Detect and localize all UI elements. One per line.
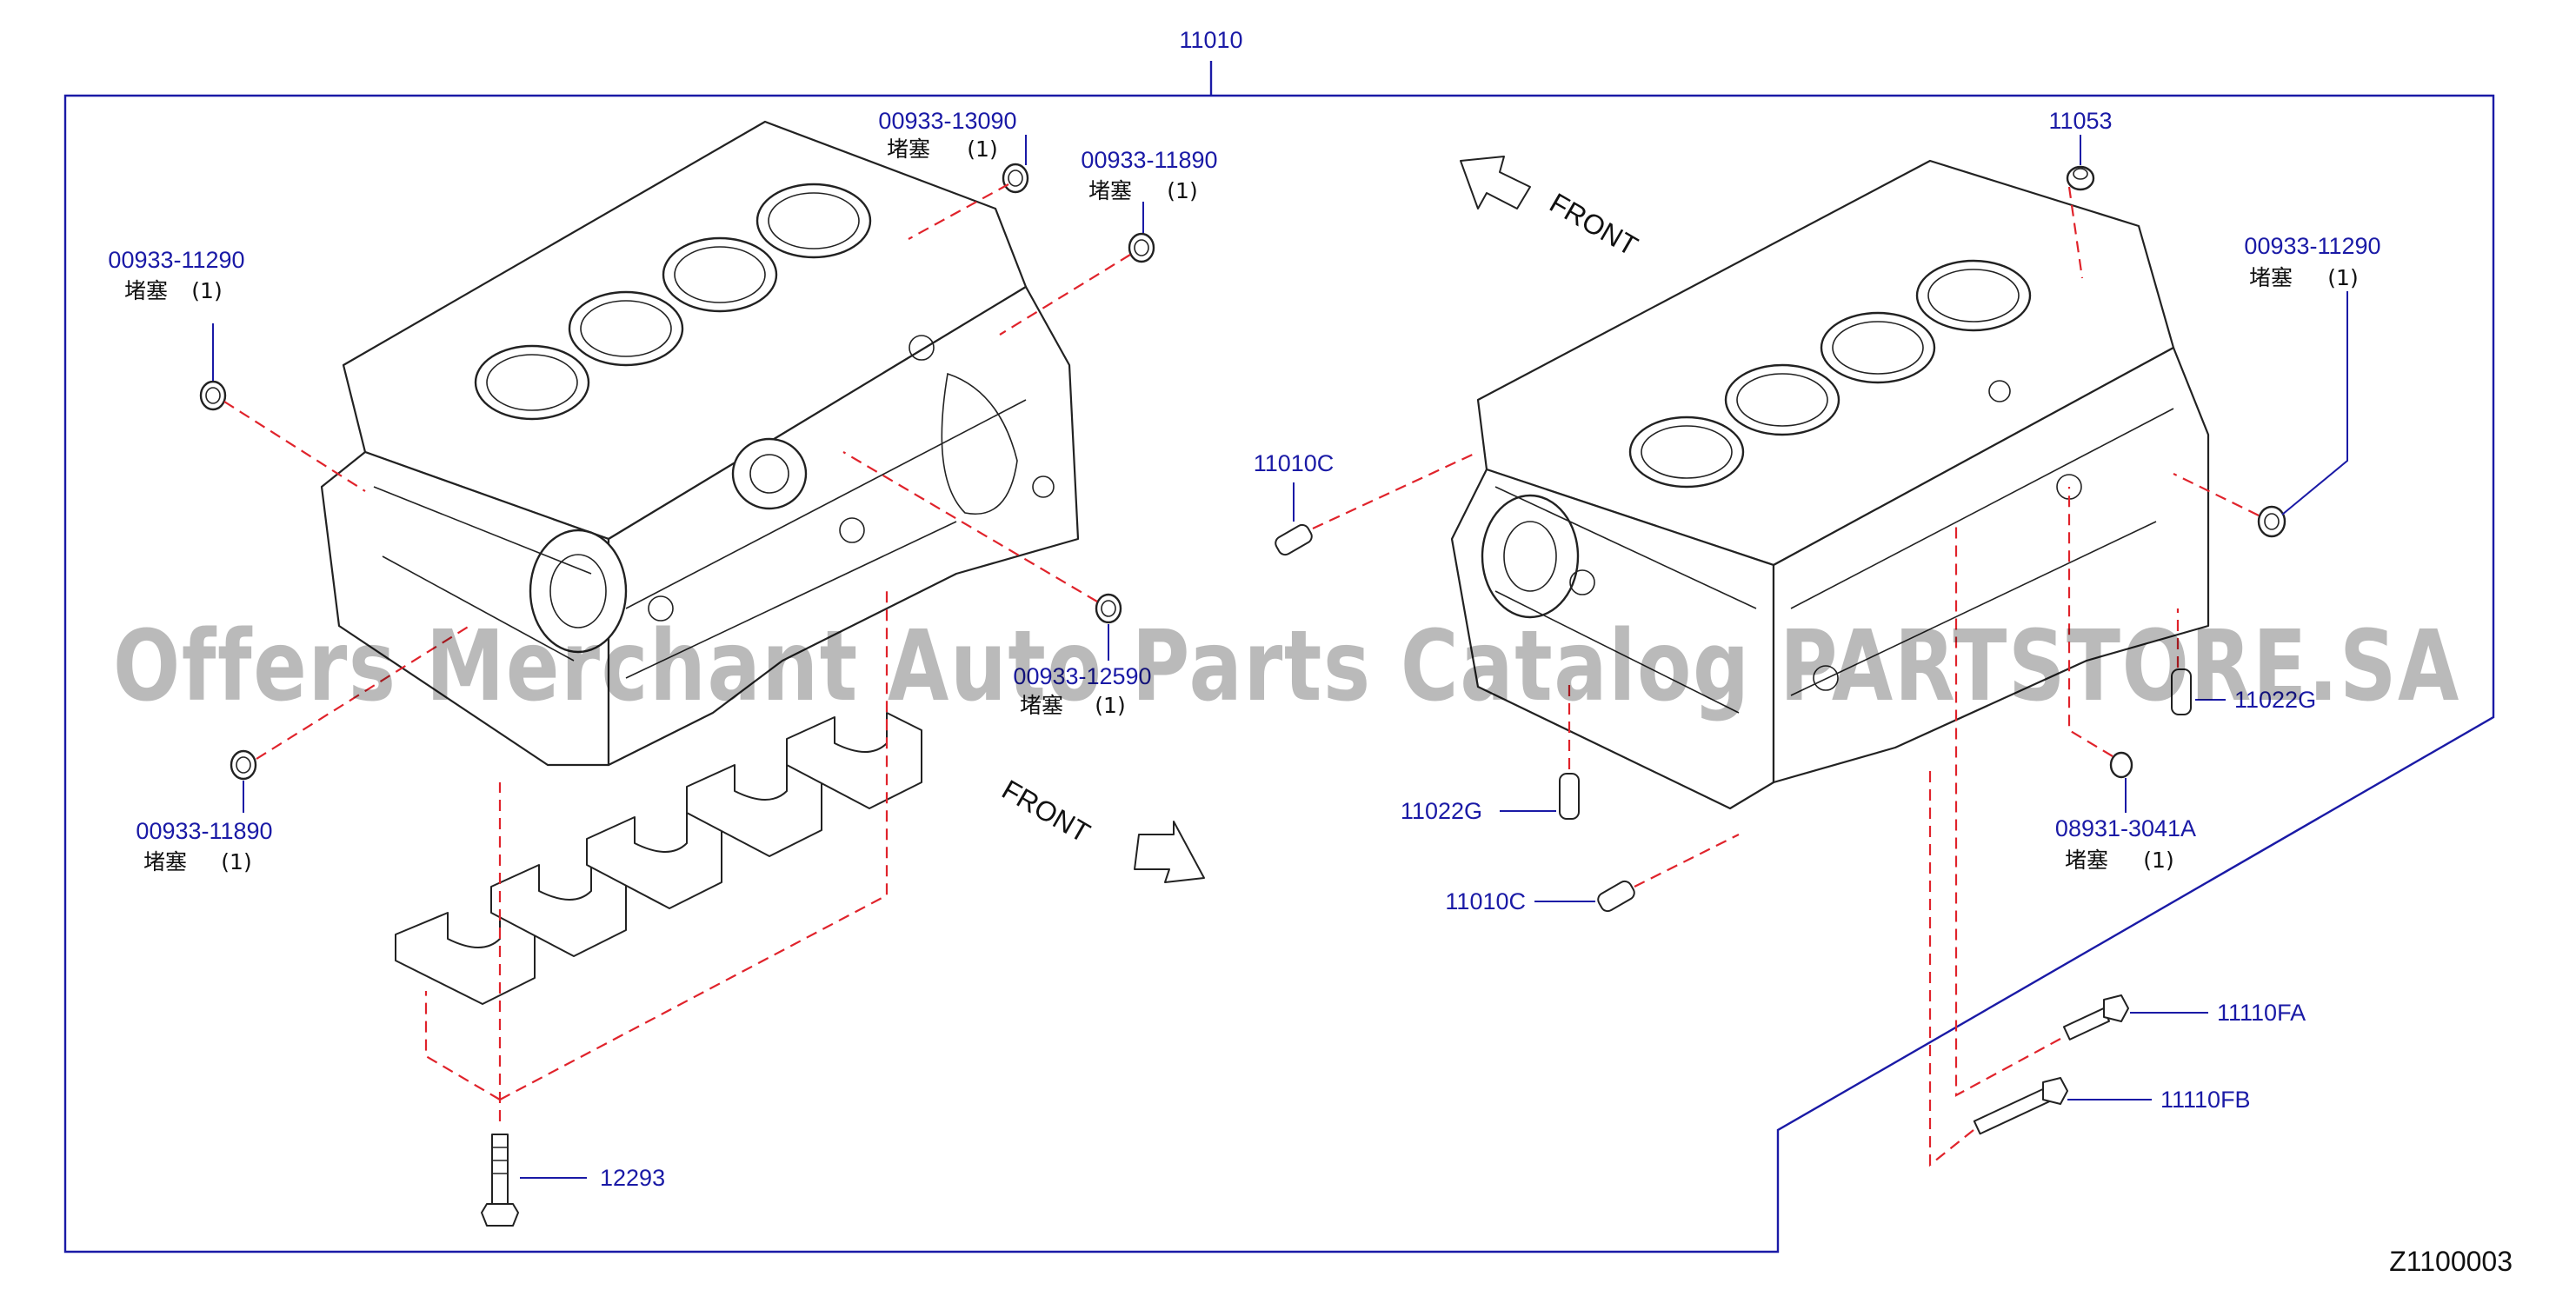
part-quantity: (1): [1167, 178, 1197, 203]
assembly-part-number[interactable]: 11010: [1179, 27, 1242, 53]
part-quantity: (1): [221, 849, 251, 874]
assembly-frame: 11010: [63, 27, 2495, 1253]
bolt-12293-icon: [481, 1134, 519, 1227]
part-description: 堵塞: [124, 278, 168, 303]
front-arrow-left: FRONT: [997, 774, 1205, 883]
callout-bolt-11110fb: 11110FB: [2160, 1087, 2251, 1113]
plug-icons-left: [199, 163, 1155, 781]
part-number-link[interactable]: 00933-11890: [136, 818, 272, 844]
part-number-link[interactable]: 00933-11890: [1081, 147, 1217, 173]
front-arrow-right: FRONT: [1460, 156, 1643, 262]
part-number-link[interactable]: 08931-3041A: [2055, 815, 2196, 841]
callout-plug-13090: 00933-13090 堵塞 (1): [878, 108, 1016, 162]
part-number-link[interactable]: 11022G: [1401, 798, 1482, 824]
diagram-code: Z1100003: [2389, 1246, 2513, 1277]
part-number-link[interactable]: 11053: [2048, 108, 2112, 134]
part-quantity: (1): [2327, 265, 2358, 290]
part-number-link[interactable]: 00933-12590: [1013, 663, 1151, 689]
part-quantity: (1): [2143, 848, 2173, 873]
front-label-left: FRONT: [997, 774, 1095, 848]
leader-lines: [212, 135, 2348, 1179]
part-quantity: (1): [191, 278, 222, 303]
part-description: 堵塞: [887, 136, 930, 162]
front-label-right: FRONT: [1545, 187, 1643, 262]
assembly-dashed-lines: [223, 183, 2260, 1167]
callout-plug-11890-top: 00933-11890 堵塞 (1): [1081, 147, 1217, 203]
callout-plug-11290-left: 00933-11290 堵塞 (1): [108, 247, 244, 303]
callout-dowel-11010c-bottom: 11010C: [1445, 888, 1526, 914]
callout-pin-11022g-right: 11022G: [2234, 687, 2316, 713]
callout-pin-11022g-left: 11022G: [1401, 798, 1482, 824]
callout-bolt-11110fa: 11110FA: [2217, 1000, 2306, 1026]
part-number-link[interactable]: 11110FA: [2217, 1000, 2306, 1026]
part-quantity: (1): [1095, 693, 1125, 718]
cylinder-block-left-view: [320, 120, 1080, 767]
bolt-11110-icons: [1973, 994, 2129, 1135]
part-number-link[interactable]: 00933-13090: [878, 108, 1016, 134]
part-number-link[interactable]: 00933-11290: [108, 247, 244, 273]
part-description: 堵塞: [1020, 693, 1063, 718]
part-number-link[interactable]: 12293: [600, 1165, 665, 1191]
callout-plug-11290-right: 00933-11290 堵塞 (1): [2244, 233, 2380, 290]
part-number-link[interactable]: 11110FB: [2160, 1087, 2251, 1113]
part-number-link[interactable]: 00933-11290: [2244, 233, 2380, 259]
callout-plug-11890-bottom: 00933-11890 堵塞 (1): [136, 818, 272, 874]
part-description: 堵塞: [143, 849, 187, 874]
plug-icons-right: [2066, 165, 2286, 779]
part-description: 堵塞: [2065, 848, 2108, 873]
callout-cap-11053: 11053: [2048, 108, 2112, 134]
part-quantity: (1): [967, 136, 997, 162]
cylinder-block-right-view: [1450, 159, 2210, 810]
watermark-text: Offers Merchant Auto Parts Catalog PARTS…: [113, 610, 2460, 723]
part-description: 堵塞: [2249, 265, 2293, 290]
part-number-link[interactable]: 11010C: [1445, 888, 1526, 914]
main-bearing-caps: [395, 712, 922, 1005]
dowel-pin-icons: [1275, 523, 2192, 913]
part-number-link[interactable]: 11010C: [1254, 450, 1335, 476]
callout-plug-12590: 00933-12590 堵塞 (1): [1013, 663, 1151, 718]
part-description: 堵塞: [1088, 178, 1132, 203]
part-number-link[interactable]: 11022G: [2234, 687, 2316, 713]
callout-plug-3041a: 08931-3041A 堵塞 (1): [2055, 815, 2196, 873]
callout-bolt-12293: 12293: [600, 1165, 665, 1191]
callout-dowel-11010c-top: 11010C: [1254, 450, 1335, 476]
